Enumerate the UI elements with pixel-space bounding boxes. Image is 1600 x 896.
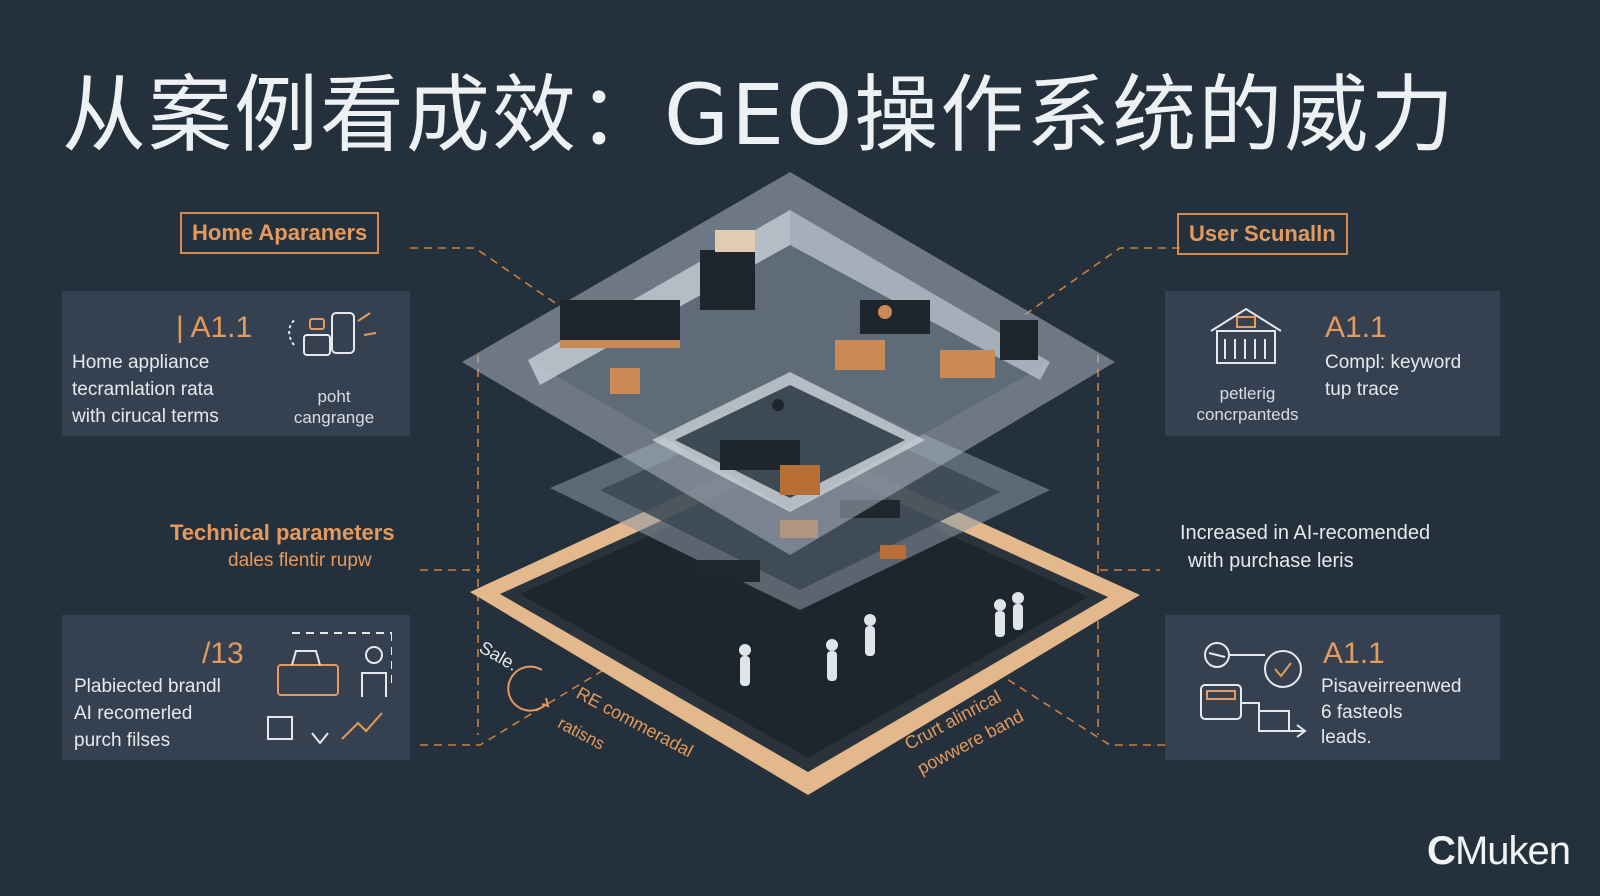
panel-number: A1.1	[1325, 311, 1387, 344]
panel-line-3: purch filses	[74, 730, 171, 751]
panel-line-1: Pisaveirreenwed	[1321, 676, 1462, 697]
panel-bottom-left: /13 Plabiected brandl AI recomerled purc…	[62, 615, 410, 760]
icon-caption-1: poht	[317, 387, 351, 406]
page-title: 从案例看成效：GEO操作系统的威力	[62, 66, 1457, 164]
panel-line-2: tecramlation rata	[72, 379, 214, 400]
panel-line-3: leads.	[1321, 727, 1372, 748]
process-icon	[1200, 642, 1307, 738]
increased-label-line-2: with purchase leris	[1188, 550, 1354, 572]
panel-top-right: petlerig concrpanteds A1.1 Compl: keywor…	[1165, 291, 1500, 436]
panel-line-1: Compl: keyword	[1325, 352, 1462, 373]
shopping-icon	[267, 632, 392, 745]
panel-line-2: tup trace	[1325, 379, 1399, 400]
panel-number: /13	[202, 637, 244, 670]
technical-parameters-label: Technical parameters	[170, 520, 395, 545]
logo-mark-icon: C	[1427, 829, 1456, 873]
panel-number: A1.1	[1323, 637, 1385, 670]
building-icon	[1210, 307, 1282, 364]
panel-line-2: 6 fasteols	[1321, 702, 1403, 723]
panel-number: | A1.1	[176, 311, 253, 344]
appliance-icon	[288, 312, 377, 356]
home-appliance-tag: Home Aparaners	[180, 212, 380, 254]
panel-line-1: Home appliance	[72, 352, 210, 373]
user-scenario-tag: User Scunalln	[1177, 213, 1348, 255]
curved-arrow-icon	[507, 665, 550, 712]
icon-caption-2: concrpanteds	[1196, 405, 1299, 424]
technical-parameters-sublabel: dales flentir rupw	[228, 550, 372, 571]
increased-label-line-1: Increased in AI-recomended	[1180, 522, 1431, 544]
panel-line-1: Plabiected brandl	[74, 676, 221, 697]
panel-line-3: with cirucal terms	[72, 406, 219, 427]
icon-caption-1: petlerig	[1219, 384, 1276, 403]
panel-top-left: | A1.1 Home appliance tecramlation rata …	[62, 291, 410, 436]
panel-bottom-right: A1.1 Pisaveirreenwed 6 fasteols leads.	[1165, 615, 1500, 760]
brand-logo: CMuken	[1427, 829, 1571, 874]
icon-caption-2: cangrange	[293, 408, 375, 427]
panel-line-2: AI recomerled	[74, 703, 193, 724]
logo-text: Muken	[1454, 829, 1571, 873]
